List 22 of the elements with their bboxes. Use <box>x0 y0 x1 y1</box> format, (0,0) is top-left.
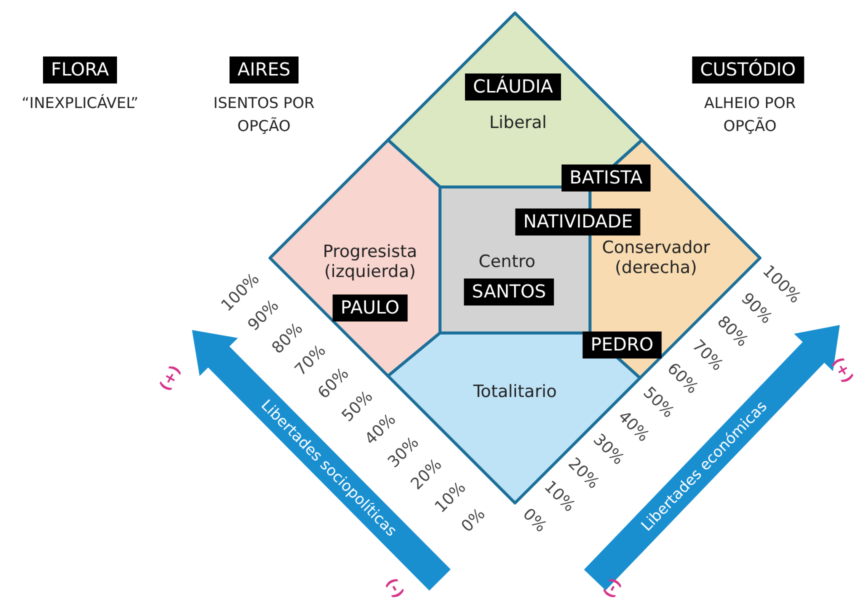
name-tag: SANTOS <box>464 278 554 306</box>
caption-text: ISENTOS POR OPÇÃO <box>212 93 316 136</box>
sign-label: (+) <box>156 362 184 394</box>
scale-tick-label: 0% <box>519 504 551 536</box>
name-tag: BATISTA <box>562 164 650 192</box>
name-tag: PEDRO <box>582 332 662 358</box>
region-label: Centro <box>478 252 536 272</box>
caption-text: ALHEIO POR OPÇÃO <box>703 93 797 136</box>
sign-label: (-) <box>382 574 408 600</box>
region-label: Liberal <box>489 113 547 133</box>
region-label: Conservador (derecha) <box>600 238 711 278</box>
region-label: Totalitario <box>473 382 557 402</box>
sign-label: (+) <box>828 354 856 386</box>
region-label: Progresista (izquierda) <box>322 242 418 282</box>
sign-label: (-) <box>599 574 625 600</box>
name-tag: CLÁUDIA <box>465 74 561 100</box>
name-tag: AIRES <box>230 56 298 84</box>
name-tag: PAULO <box>332 294 408 322</box>
caption-text: “INEXPLICÁVEL” <box>20 93 140 114</box>
name-tag: NATIVIDADE <box>515 208 641 236</box>
name-tag: FLORA <box>43 56 117 84</box>
name-tag: CUSTÓDIO <box>692 56 804 84</box>
